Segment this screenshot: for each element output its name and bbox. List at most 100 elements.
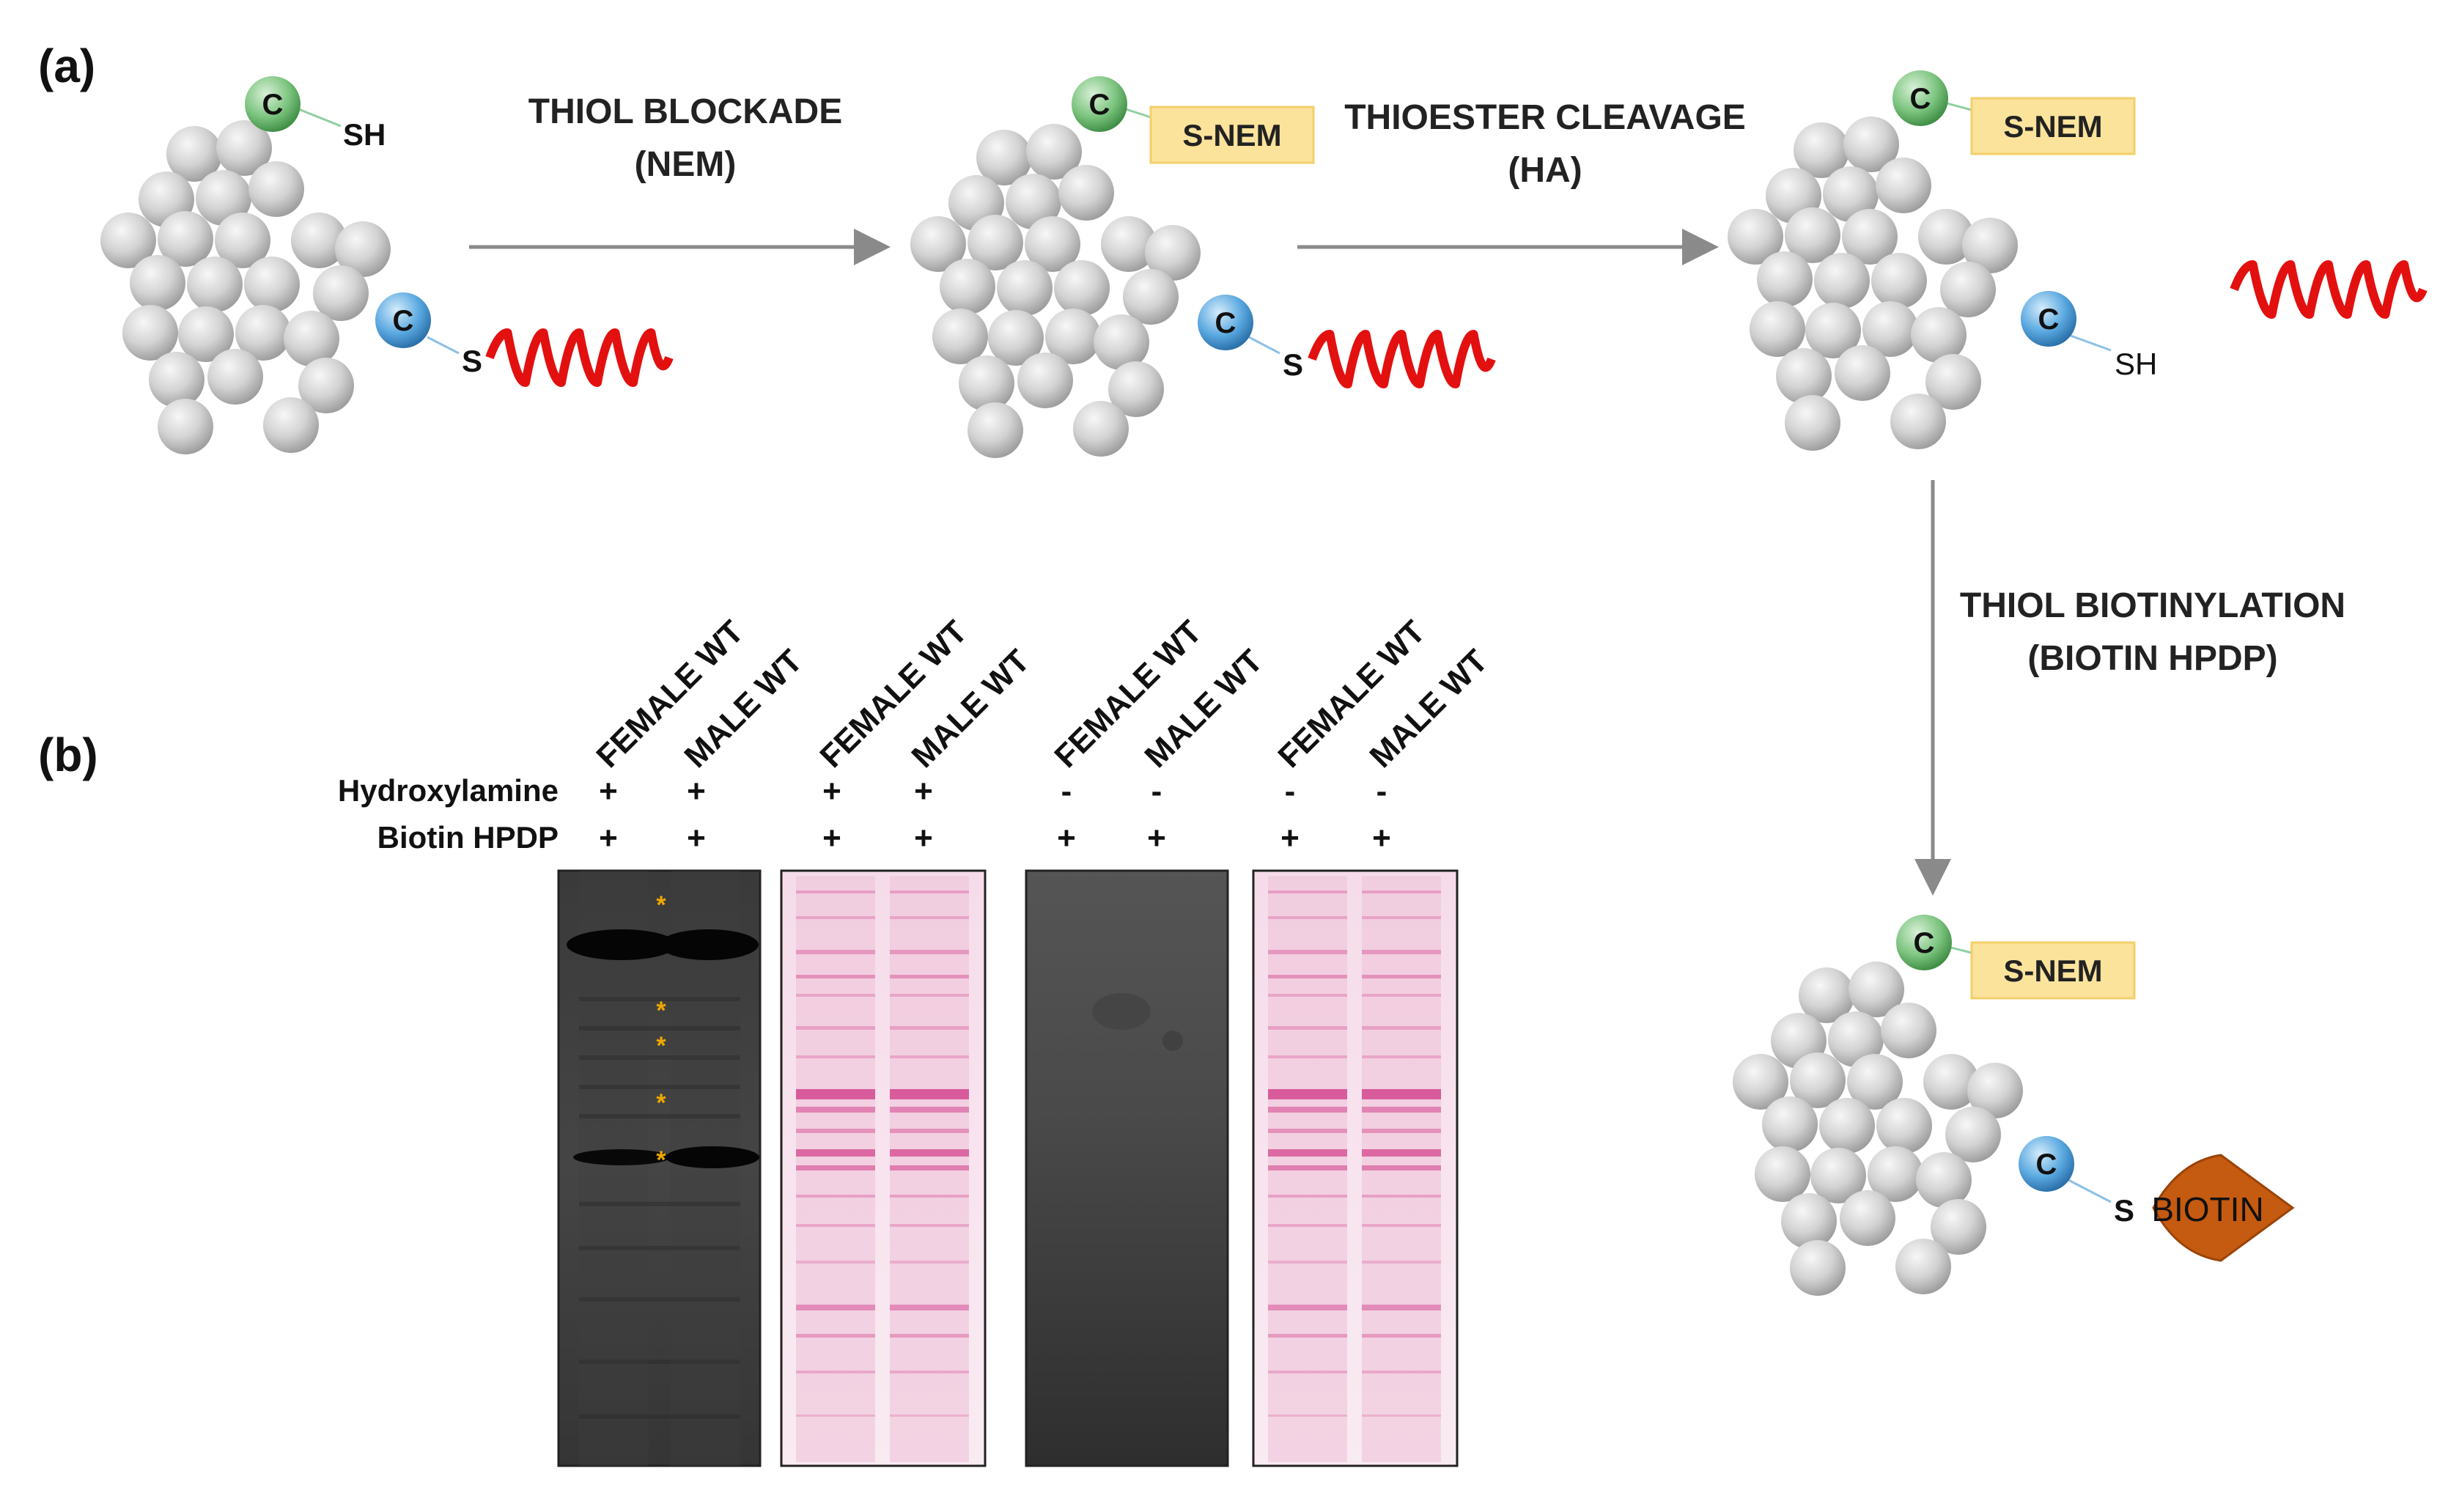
protein-bead: [1045, 309, 1101, 364]
palmitate-chain-2: [1308, 330, 1496, 388]
faint-band: [579, 1297, 740, 1302]
ponceau-band: [796, 1195, 875, 1198]
ponceau-band: [1268, 1195, 1347, 1198]
protein-bead: [1823, 166, 1879, 222]
band-marker-star: *: [656, 1146, 666, 1174]
protein-bead: [1728, 209, 1783, 265]
protein-bead: [166, 126, 222, 182]
protein-cluster-3: [1728, 117, 2018, 451]
protein-bead: [335, 221, 391, 277]
ponceau-band: [890, 994, 969, 997]
blot-1-lane-male: [671, 871, 740, 1466]
blot-1-band-major-female: [567, 929, 677, 960]
free-thiol-sh-label-3: SH: [2115, 347, 2157, 381]
step-3-label-line1: THIOL BIOTINYLATION: [1960, 586, 2345, 625]
protein-bead: [1890, 394, 1946, 449]
protein-bead: [997, 260, 1053, 316]
protein-bead: [130, 255, 185, 311]
protein-bead: [1054, 260, 1110, 316]
protein-bead: [149, 352, 204, 407]
band-marker-star: *: [656, 891, 666, 919]
ponceau-band: [890, 1089, 969, 1099]
hydroxylamine-sign: +: [822, 773, 841, 809]
protein-bead: [932, 309, 988, 364]
ponceau-band: [890, 1224, 969, 1227]
biotin-tag: [2152, 1154, 2295, 1262]
protein-bead: [1819, 1098, 1875, 1154]
ponceau-band: [1268, 890, 1347, 893]
protein-bead: [1781, 1193, 1837, 1249]
protein-bead: [1945, 1107, 2001, 1162]
ponceau-band: [796, 1055, 875, 1058]
blot-1-streptavidin: *****: [557, 869, 762, 1467]
protein-bead: [1940, 262, 1996, 317]
cysteine-green-2: [1072, 76, 1127, 132]
cysteine-green-1: [245, 76, 301, 132]
ponceau-band: [1362, 1371, 1441, 1373]
blot-4-ponceau: [1252, 869, 1459, 1467]
protein-bead: [1931, 1199, 1986, 1255]
blot-1-band-lower-female: [573, 1149, 670, 1165]
biotin-hpdp-sign: +: [1057, 820, 1076, 856]
protein-bead: [1810, 1148, 1866, 1203]
protein-bead: [968, 215, 1023, 270]
blot-3-smudge: [1092, 993, 1151, 1030]
ponceau-band: [796, 975, 875, 978]
cysteine-green-1-label: C: [262, 89, 284, 121]
ponceau-band: [796, 1026, 875, 1030]
ponceau-band: [796, 1129, 875, 1133]
ponceau-band: [1268, 1415, 1347, 1417]
protein-bead: [976, 130, 1032, 185]
protein-bead: [1876, 1098, 1932, 1154]
protein-bead: [1805, 303, 1861, 358]
ponceau-band: [1268, 994, 1347, 997]
treatment-signs: ++++----++++++++: [599, 773, 1391, 856]
ponceau-band: [1268, 1055, 1347, 1058]
protein-bead: [968, 402, 1023, 458]
blot-1-lane-female: [579, 871, 649, 1466]
protein-bead: [959, 355, 1014, 411]
protein-bead: [1828, 1011, 1884, 1067]
protein-bead: [196, 170, 251, 226]
protein-bead: [187, 257, 243, 312]
ponceau-band: [890, 950, 969, 954]
protein-cluster-2: [910, 124, 1201, 458]
blot-1-faint-bands: [579, 997, 740, 1419]
protein-bead: [1785, 207, 1840, 263]
cysteine-blue-1-label: C: [393, 305, 414, 337]
biotin-hpdp-sign: +: [822, 820, 841, 856]
protein-bead: [1776, 348, 1832, 404]
protein-bead: [1895, 1239, 1951, 1294]
ponceau-band: [796, 950, 875, 954]
protein-bead: [1762, 1096, 1818, 1152]
faint-band: [579, 1246, 740, 1250]
protein-bead: [1785, 395, 1840, 451]
ponceau-band: [1362, 1334, 1441, 1338]
faint-band: [579, 1055, 740, 1060]
ponceau-band: [796, 1261, 875, 1264]
protein-bead: [158, 211, 213, 267]
ponceau-band: [1362, 1055, 1441, 1058]
faint-band: [579, 1114, 740, 1118]
biotin-label: BIOTIN: [2151, 1190, 2263, 1228]
protein-bead: [216, 120, 272, 176]
faint-band: [579, 1026, 740, 1030]
nem-tag-2-label: S-NEM: [1182, 118, 1281, 152]
ponceau-band: [796, 994, 875, 997]
cys-link-4-blue: [2068, 1179, 2112, 1203]
protein-bead: [1876, 158, 1931, 213]
ponceau-band: [1362, 1089, 1441, 1099]
ponceau-band: [1268, 1165, 1347, 1170]
nem-tag-3-label: S-NEM: [2003, 109, 2102, 144]
ponceau-band: [1362, 1195, 1441, 1198]
ponceau-band: [890, 975, 969, 978]
ponceau-band: [796, 916, 875, 919]
protein-bead: [1755, 1146, 1810, 1202]
band-marker-star: *: [656, 1089, 666, 1117]
protein-bead: [1025, 216, 1080, 272]
cys-link-3-blue: [2070, 334, 2112, 352]
blot-1-band-lower-male: [666, 1146, 759, 1168]
ponceau-band: [1362, 1026, 1441, 1030]
ponceau-band: [890, 1055, 969, 1058]
ponceau-band: [796, 1165, 875, 1170]
